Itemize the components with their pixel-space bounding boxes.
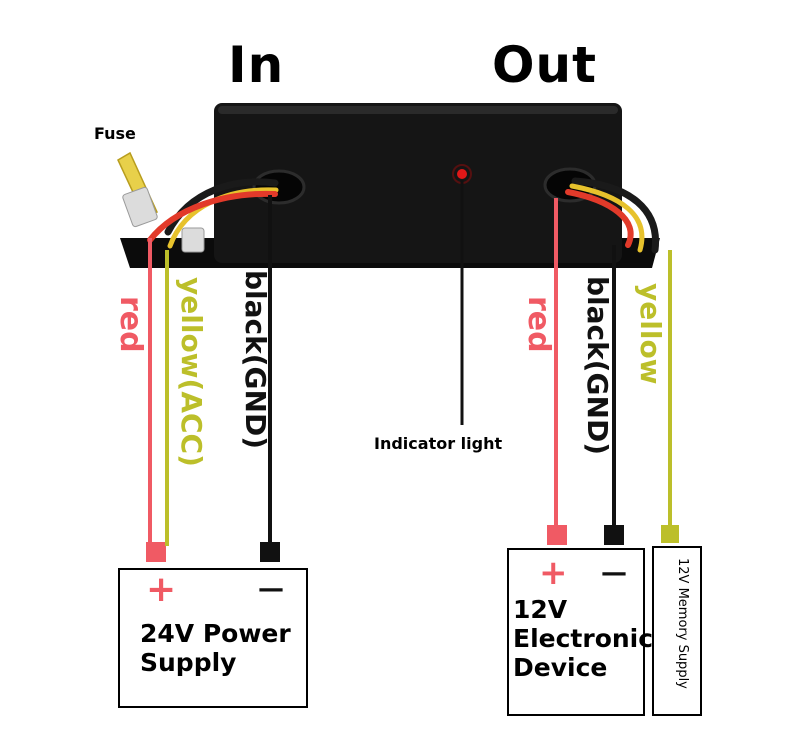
- right-yellow-label: yellow: [634, 283, 667, 385]
- memory-supply-label: 12V Memory Supply: [675, 558, 690, 689]
- right-black-label: black(GND): [581, 276, 614, 456]
- power-minus-sign: —: [258, 574, 284, 604]
- right-black-wire: [604, 245, 624, 545]
- electronic-device-box: + — 12V Electronic Device: [507, 548, 653, 716]
- left-black-label: black(GND): [239, 270, 272, 450]
- left-black-wire: [260, 195, 280, 562]
- power-plus-sign: +: [146, 569, 177, 610]
- device-label-line1: 12V: [513, 595, 568, 624]
- device-label-line2: Electronic: [513, 624, 654, 653]
- left-yellow-label: yellow(ACC): [175, 277, 208, 467]
- power-supply-box: + — 24V Power Supply: [118, 568, 308, 708]
- device-plus-sign: +: [539, 553, 568, 593]
- indicator-light-label: Indicator light: [374, 434, 503, 453]
- memory-supply-box: 12V Memory Supply: [652, 546, 702, 716]
- input-grommet: [252, 169, 306, 205]
- converter-module: [120, 103, 660, 268]
- indicator-led: [457, 169, 467, 179]
- fuse-label: Fuse: [94, 124, 136, 143]
- right-red-label: red: [521, 296, 556, 353]
- device-minus-sign: —: [601, 558, 627, 588]
- left-red-wire: [146, 238, 166, 562]
- right-yellow-wire: [661, 250, 679, 543]
- left-red-label: red: [113, 296, 148, 353]
- power-label-line2: Supply: [140, 648, 237, 677]
- input-wire-bundle: [147, 178, 279, 249]
- device-label-line3: Device: [513, 653, 608, 682]
- power-label-line1: 24V Power: [140, 619, 291, 648]
- right-red-wire: [547, 198, 567, 545]
- in-heading: In: [228, 36, 285, 94]
- fuse-holder: [117, 151, 205, 253]
- out-heading: Out: [492, 36, 598, 94]
- output-wire-bundle: [565, 177, 660, 254]
